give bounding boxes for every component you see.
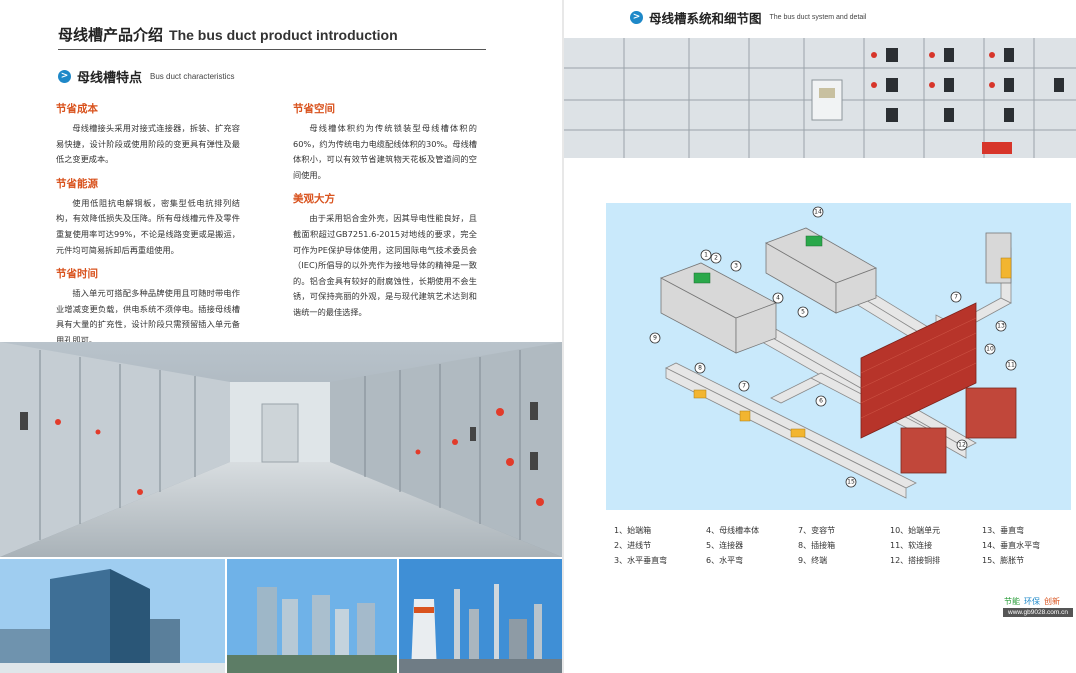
legend-item: 5、连接器 bbox=[706, 541, 744, 550]
callout-7 bbox=[950, 291, 962, 303]
feature-text: 插入单元可搭配多种品牌使用且可随时带电作业增减变更负载，供电系统不须停电。插接母… bbox=[56, 288, 240, 345]
page-gutter bbox=[562, 0, 564, 673]
legend-item: 2、进线节 bbox=[614, 541, 652, 550]
section-title-en: Bus duct characteristics bbox=[150, 72, 235, 81]
website-url[interactable]: www.gb9028.com.cn bbox=[1003, 608, 1073, 617]
feature-block: 美观大方 由于采用铝合金外壳，因其导电性能良好，且截面积超过GB7251.6-2… bbox=[293, 191, 477, 320]
callout-1 bbox=[700, 249, 712, 261]
slogan-word: 环保 bbox=[1024, 597, 1040, 606]
office-building-photo bbox=[0, 559, 225, 673]
legend-item: 11、软连接 bbox=[890, 541, 933, 550]
legend-item: 1、始端箱 bbox=[614, 526, 652, 535]
svg-text:3: 3 bbox=[734, 263, 738, 270]
callout-14 bbox=[812, 206, 824, 218]
feature-heading: 节省空间 bbox=[293, 103, 335, 115]
svg-text:5: 5 bbox=[801, 309, 805, 316]
feature-block: 节省成本 母线槽接头采用对接式连接器，拆装、扩充容易快捷，设计阶段或使用阶段的变… bbox=[56, 101, 240, 168]
section-title-cn: 母线槽特点 bbox=[77, 71, 143, 86]
callout-12 bbox=[956, 439, 968, 451]
title-rule bbox=[58, 49, 486, 50]
svg-text:14: 14 bbox=[814, 209, 822, 216]
feature-column-2: 节省空间 母线槽体积约为传统锁装型母线槽体积的60%，约为传统电力电缆配线体积的… bbox=[293, 101, 477, 329]
page-title-en: The bus duct product introduction bbox=[169, 27, 398, 43]
page-title-cn: 母线槽产品介绍 bbox=[58, 26, 164, 44]
feature-block: 节省空间 母线槽体积约为传统锁装型母线槽体积的60%，约为传统电力电缆配线体积的… bbox=[293, 101, 477, 183]
refinery-photo bbox=[399, 559, 562, 673]
feature-text: 由于采用铝合金外壳，因其导电性能良好，且截面积超过GB7251.6-2015对地… bbox=[293, 213, 477, 317]
feature-block: 节省能源 使用低阻抗电解铜板，密集型低电抗排列结构，有效降低损失及压降。所有母线… bbox=[56, 176, 240, 258]
legend-item: 6、水平弯 bbox=[706, 556, 744, 565]
callout-5 bbox=[797, 306, 809, 318]
callout-6 bbox=[815, 395, 827, 407]
page-title: 母线槽产品介绍 The bus duct product introduction bbox=[58, 24, 398, 45]
feature-heading: 节省时间 bbox=[56, 268, 98, 281]
switchgear-room-photo bbox=[0, 342, 562, 557]
chevron-right-icon: > bbox=[630, 11, 643, 24]
svg-text:7: 7 bbox=[954, 294, 958, 301]
feature-text: 母线槽接头采用对接式连接器，拆装、扩充容易快捷，设计阶段或使用阶段的变更具有弹性… bbox=[56, 123, 240, 165]
city-skyline-photo bbox=[227, 559, 397, 673]
legend-item: 7、变容节 bbox=[798, 526, 836, 535]
svg-text:1: 1 bbox=[704, 252, 708, 259]
legend-item: 4、母线槽本体 bbox=[706, 526, 760, 535]
diagram-callouts: 1 2 3 4 5 6 7 8 7 9 10 11 12 13 14 15 bbox=[649, 206, 1017, 488]
svg-text:8: 8 bbox=[698, 365, 702, 372]
feature-column-1: 节省成本 母线槽接头采用对接式连接器，拆装、扩充容易快捷，设计阶段或使用阶段的变… bbox=[56, 101, 240, 357]
svg-text:4: 4 bbox=[776, 295, 780, 302]
legend-row: 1、始端箱 4、母线槽本体 7、变容节 10、始端单元 13、垂直弯 bbox=[614, 525, 1074, 540]
svg-text:2: 2 bbox=[714, 255, 718, 262]
legend-item: 15、膨胀节 bbox=[982, 556, 1025, 565]
slogan-word: 创新 bbox=[1044, 597, 1060, 606]
switchboard-photo bbox=[564, 38, 1076, 158]
callout-7b bbox=[738, 380, 750, 392]
legend-item: 13、垂直弯 bbox=[982, 526, 1025, 535]
svg-text:11: 11 bbox=[1007, 362, 1015, 369]
feature-heading: 节省能源 bbox=[56, 177, 98, 190]
right-title-en: The bus duct system and detail bbox=[769, 14, 867, 21]
legend-item: 3、水平垂直弯 bbox=[614, 556, 668, 565]
right-title-cn: 母线槽系统和细节图 bbox=[649, 11, 762, 26]
svg-text:10: 10 bbox=[986, 346, 994, 353]
callout-8 bbox=[694, 362, 706, 374]
svg-text:6: 6 bbox=[819, 398, 823, 405]
legend-item: 9、终端 bbox=[798, 556, 828, 565]
feature-heading: 美观大方 bbox=[293, 193, 335, 206]
callout-2 bbox=[710, 252, 722, 264]
svg-text:9: 9 bbox=[653, 335, 657, 342]
right-section-heading: > 母线槽系统和细节图 The bus duct system and deta… bbox=[630, 8, 866, 27]
legend-item: 10、始端单元 bbox=[890, 526, 941, 535]
legend-item: 8、插接箱 bbox=[798, 541, 836, 550]
section-heading: > 母线槽特点 Bus duct characteristics bbox=[58, 67, 235, 86]
feature-heading: 节省成本 bbox=[56, 103, 98, 115]
legend-row: 3、水平垂直弯 6、水平弯 9、终端 12、搭接铜排 15、膨胀节 bbox=[614, 555, 1074, 570]
svg-text:13: 13 bbox=[997, 323, 1005, 330]
bus-duct-system-diagram: 1 2 3 4 5 6 7 8 7 9 10 11 12 13 14 15 bbox=[606, 203, 1071, 510]
legend-item: 14、垂直水平弯 bbox=[982, 541, 1041, 550]
component-legend: 1、始端箱 4、母线槽本体 7、变容节 10、始端单元 13、垂直弯 2、进线节… bbox=[614, 525, 1074, 570]
chevron-right-icon: > bbox=[58, 70, 71, 83]
callout-10 bbox=[984, 343, 996, 355]
slogan: 节能环保创新 bbox=[1004, 596, 1060, 607]
feature-block: 节省时间 插入单元可搭配多种品牌使用且可随时带电作业增减变更负载，供电系统不须停… bbox=[56, 266, 240, 348]
slogan-word: 节能 bbox=[1004, 597, 1020, 606]
svg-text:12: 12 bbox=[958, 442, 966, 449]
legend-row: 2、进线节 5、连接器 8、插接箱 11、软连接 14、垂直水平弯 bbox=[614, 540, 1074, 555]
callout-15 bbox=[845, 476, 857, 488]
callout-9 bbox=[649, 332, 661, 344]
feature-text: 母线槽体积约为传统锁装型母线槽体积的60%，约为传统电力电缆配线体积的30%。母… bbox=[293, 123, 477, 180]
callout-11 bbox=[1005, 359, 1017, 371]
svg-text:7: 7 bbox=[742, 383, 746, 390]
callout-4 bbox=[772, 292, 784, 304]
callout-3 bbox=[730, 260, 742, 272]
legend-item: 12、搭接铜排 bbox=[890, 556, 941, 565]
svg-text:15: 15 bbox=[847, 479, 855, 486]
feature-text: 使用低阻抗电解铜板，密集型低电抗排列结构，有效降低损失及压降。所有母线槽元件及零… bbox=[56, 197, 240, 255]
callout-13 bbox=[995, 320, 1007, 332]
